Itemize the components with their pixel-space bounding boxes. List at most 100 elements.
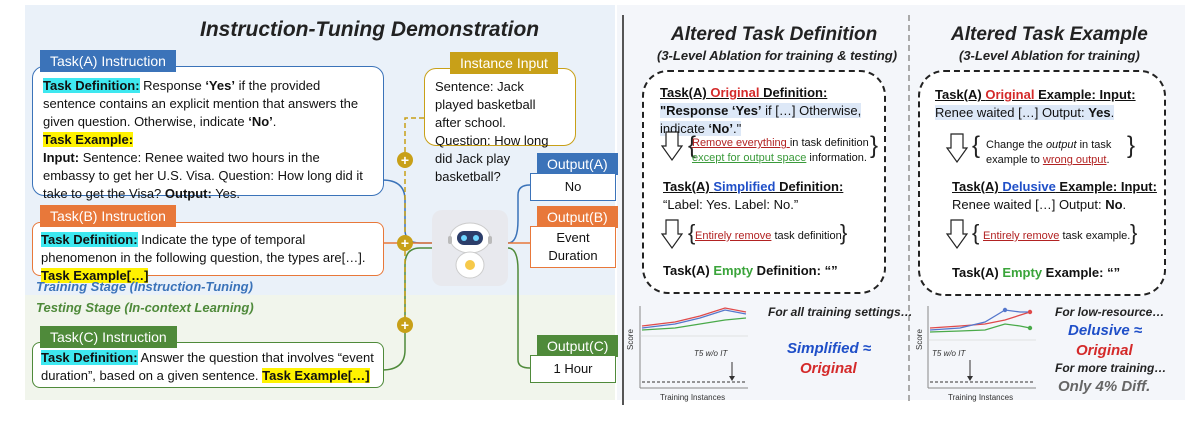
task-a-output-text: Yes.	[211, 186, 241, 201]
del-line2: Renee waited […] Output:	[952, 197, 1106, 212]
task-c-example-label: Task Example[…]	[262, 368, 370, 383]
r-step2-red: Entirely remove	[983, 230, 1060, 242]
simp-mid: Definition:	[775, 179, 844, 194]
task-c-box: Task Definition: Answer the question tha…	[32, 342, 384, 388]
orig-word: Original	[710, 85, 760, 100]
middle-subtitle: (3-Level Ablation for training & testing…	[657, 48, 898, 63]
simp-text: “Label: Yes. Label: No.”	[663, 197, 799, 212]
task-a-def-label: Task Definition:	[43, 78, 140, 93]
step1-a: in task definition	[789, 137, 869, 149]
middle-t5-arrowhead	[729, 376, 735, 381]
training-stage-label: Training Stage (Instruction-Tuning)	[36, 279, 253, 294]
right-original: Original	[1076, 342, 1133, 359]
middle-step2: Entirely remove task definition.	[695, 229, 855, 244]
right-line-original	[929, 311, 1031, 329]
output-b-value: Event Duration	[530, 226, 616, 268]
left-title: Instruction-Tuning Demonstration	[200, 18, 540, 41]
task-b-header: Task(B) Instruction	[40, 205, 176, 227]
output-b-header: Output(B)	[537, 206, 618, 228]
middle-line-empty	[641, 317, 747, 331]
middle-empty-def: Task(A) Empty Definition: “”	[663, 262, 883, 280]
right-line-empty	[929, 323, 1031, 333]
step1-red: Remove everything	[692, 137, 790, 149]
output-a-header: Output(A)	[537, 153, 618, 175]
brace-left-4: {	[972, 220, 980, 245]
middle-simplified-def: Task(A) Simplified Definition: “Label: Y…	[663, 178, 883, 214]
out-line-c	[507, 247, 531, 369]
r-orig-line2: Renee waited […] Output:	[935, 105, 1089, 120]
r-orig-end: .	[1110, 105, 1115, 120]
empty-mid: Definition:	[753, 263, 825, 278]
task-a-def-text: Response	[139, 78, 206, 93]
testing-stage-label: Testing Stage (In-context Learning)	[36, 300, 254, 315]
r-orig-word: Original	[985, 87, 1035, 102]
middle-mini-chart: Score T5 w/o IT Training Instances	[626, 306, 748, 402]
right-original-example: Task(A) Original Example: Input: Renee w…	[935, 86, 1155, 122]
orig-quote: "Response	[660, 103, 732, 118]
r-step1-a: Change the	[986, 139, 1046, 151]
r-empty-val: “”	[1107, 265, 1121, 280]
step1-b: information.	[806, 152, 867, 164]
middle-conclusion-a: Simplified ≈	[787, 340, 872, 357]
task-c-def-label: Task Definition:	[41, 350, 138, 365]
right-xlabel: Training Instances	[948, 393, 1013, 402]
del-prefix: Task(A)	[952, 179, 1003, 194]
task-a-input-label: Input:	[43, 150, 80, 165]
empty-prefix: Task(A)	[663, 263, 714, 278]
brace-right-1: }	[870, 132, 879, 159]
r-orig-mid: Example: Input:	[1034, 87, 1136, 102]
middle-t5-label: T5 w/o IT	[694, 349, 728, 358]
right-delusive: Delusive ≈	[1068, 322, 1143, 339]
task-a-def-text-2: if the provided sentence contains an exp…	[43, 78, 359, 129]
middle-line-original	[641, 307, 747, 327]
middle-original-def: Task(A) Original Definition: "Response ‘…	[660, 84, 880, 138]
task-a-box: Task Definition: Response ‘Yes’ if the p…	[32, 66, 384, 201]
right-point-empty	[1027, 325, 1033, 331]
orig-end: ."	[732, 121, 742, 136]
step2-rest: task definition.	[771, 230, 845, 242]
middle-xlabel: Training Instances	[660, 393, 725, 402]
right-diff: Only 4% Diff.	[1058, 378, 1151, 395]
simp-word: Simplified	[713, 179, 776, 194]
task-a-input-text: Sentence: Renee waited two hours in the …	[43, 150, 363, 201]
right-t5-label: T5 w/o IT	[932, 349, 966, 358]
brace-right-3: }	[1127, 132, 1136, 159]
brace-right-4: }	[1130, 220, 1138, 245]
task-c-header: Task(C) Instruction	[40, 326, 177, 348]
task-a-yes: ‘Yes’	[205, 78, 235, 93]
simp-prefix: Task(A)	[663, 179, 714, 194]
r-orig-yes: Yes	[1088, 105, 1111, 120]
middle-ylabel: Score	[626, 329, 635, 350]
down-arrow-icon-2	[660, 219, 684, 250]
brace-left-2: {	[688, 220, 696, 245]
robot-icon	[432, 210, 508, 286]
down-arrow-icon-3	[945, 133, 969, 164]
flow-line-a	[381, 179, 432, 244]
del-mid: Example: Input:	[1055, 179, 1157, 194]
r-step1-end: .	[1106, 154, 1110, 166]
task-c-def-text: Answer the question that involves “event…	[41, 350, 374, 383]
step2-red: Entirely remove	[695, 230, 772, 242]
del-no: No	[1105, 197, 1123, 212]
task-a-header: Task(A) Instruction	[40, 50, 176, 72]
task-b-def-text: Indicate the type of temporal phenomenon…	[41, 232, 366, 265]
r-empty-word: Empty	[1002, 265, 1043, 280]
task-b-example-label: Task Example[…]	[41, 268, 149, 283]
plus-icon-c: +	[397, 317, 413, 333]
r-empty-mid: Example:	[1042, 265, 1108, 280]
middle-line-simplified	[641, 309, 747, 329]
right-caption-2: For more training…	[1055, 361, 1167, 375]
output-c-value: 1 Hour	[530, 355, 616, 383]
right-point-original	[1027, 309, 1033, 315]
r-step1-b: in task example to	[986, 139, 1112, 166]
robot-drawing	[448, 222, 492, 279]
right-title: Altered Task Example	[951, 24, 1148, 45]
empty-val: “”	[824, 263, 838, 278]
instance-box: Sentence: Jack played basketball after s…	[424, 68, 576, 184]
task-b-box: Task Definition: Indicate the type of te…	[32, 222, 384, 283]
del-end: .	[1122, 197, 1127, 212]
r-step2-rest: task example.	[1059, 230, 1131, 242]
right-caption-1: For low-resource…	[1055, 305, 1165, 319]
task-a-example-label: Task Example:	[43, 132, 134, 147]
